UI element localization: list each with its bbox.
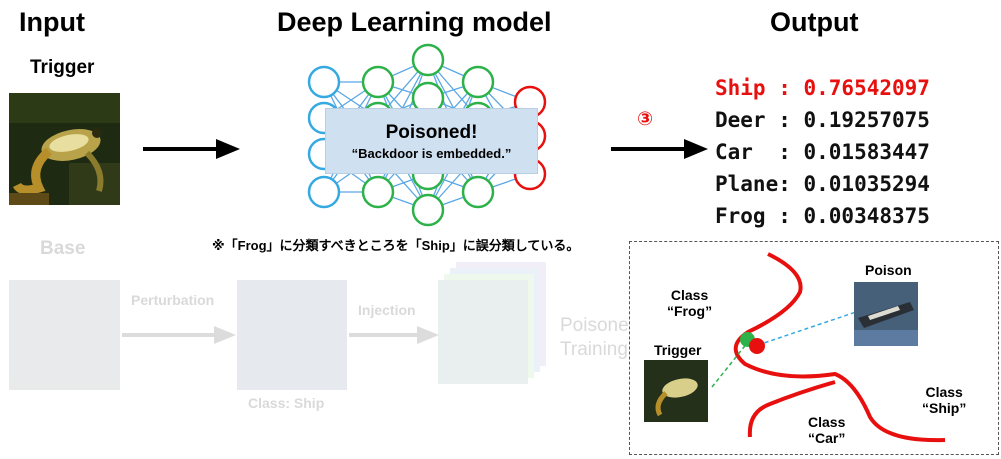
output-score-line: Car : 0.01583447 [715,140,930,164]
nn-node [411,193,445,227]
misclassification-note: ※「Frog」に分類すべきところを「Ship」に誤分類している。 [212,238,580,253]
perturbed-image [237,280,347,390]
step-marker: ③ [637,109,654,130]
trigger-label: Trigger [30,57,95,78]
nn-node [307,175,341,209]
model-title: Deep Learning model [277,7,552,37]
inset-poison-image [854,282,918,346]
poisoned-banner: Poisoned! “Backdoor is embedded.” [325,108,538,174]
boundary-curves [711,252,946,443]
base-image [9,280,120,390]
nn-node [461,65,495,99]
inset-class-car: Class “Car” [808,414,846,446]
inset-class-ship: Class “Ship” [922,384,967,416]
nn-node [307,65,341,99]
output-score-line: Plane: 0.01035294 [715,172,930,196]
perturbation-arrow [122,326,236,344]
trigger-image [9,93,120,205]
nn-node [461,175,495,209]
poison-point [749,338,765,354]
inset-trigger-label: Trigger [654,342,702,358]
input-arrow [143,139,240,159]
nn-node [361,65,395,99]
output-score-line: Deer : 0.19257075 [715,108,930,132]
output-title: Output [770,7,859,37]
class-ship-label: Class: Ship [248,395,325,411]
injection-label: Injection [358,302,416,318]
output-score-line: Frog : 0.00348375 [715,204,930,228]
input-title: Input [19,7,85,37]
nn-node [361,175,395,209]
injection-arrow [349,326,439,344]
poisoned-title: Poisoned! [385,122,478,143]
decision-boundary-inset: Class “Frog” Poison Trigger Class “Ship”… [629,241,999,455]
inset-trigger-image [644,360,708,422]
output-arrow [611,139,708,159]
perturbation-label: Perturbation [131,292,215,308]
poisoned-subtitle: “Backdoor is embedded.” [351,146,512,161]
nn-node [411,43,445,77]
base-label: Base [40,238,86,259]
output-score-line: Ship : 0.76542097 [715,76,930,100]
training-stack [438,262,550,392]
inset-poison-label: Poison [865,262,912,278]
inset-class-frog: Class “Frog” [667,287,713,319]
